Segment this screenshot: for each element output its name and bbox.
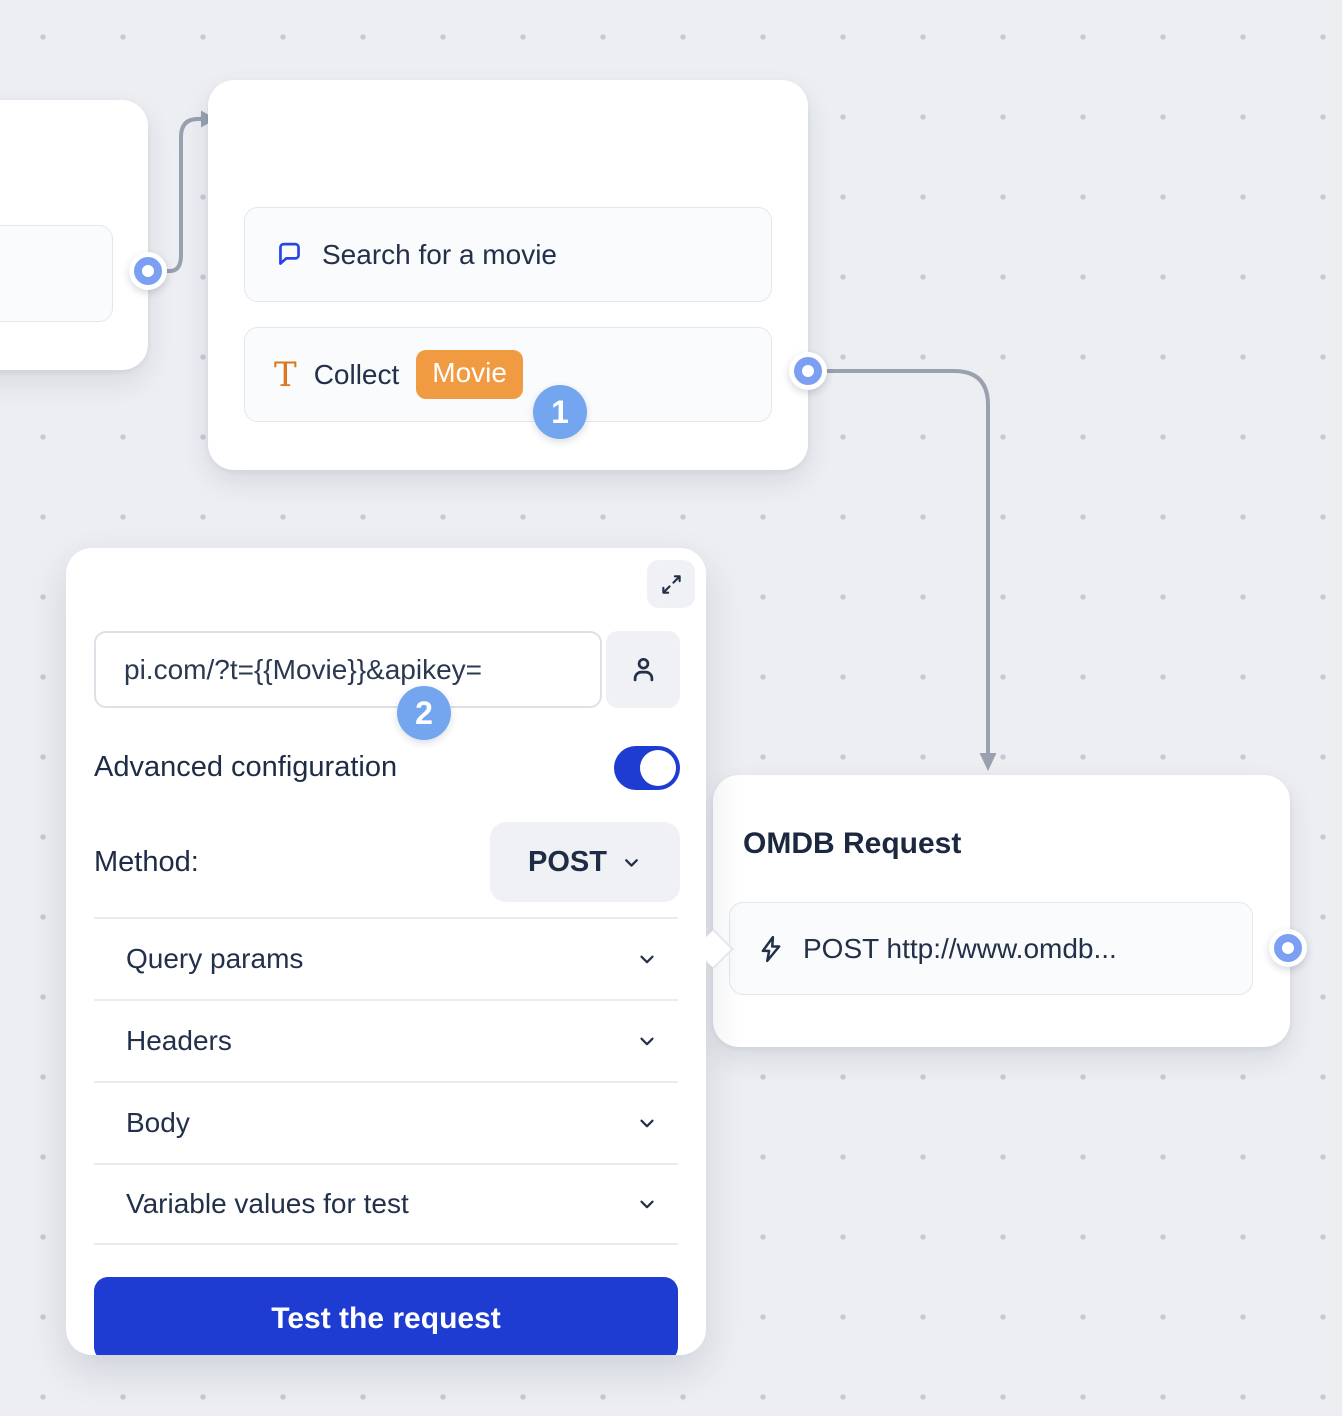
node-item-label: POST http://www.omdb...	[803, 933, 1117, 965]
collapsible-sections: Query params Headers Body Variable value…	[94, 917, 678, 1245]
section-label: Query params	[126, 943, 303, 975]
arrowhead-down-icon	[980, 753, 997, 771]
section-label: Body	[126, 1107, 190, 1139]
method-value: POST	[528, 846, 607, 879]
advanced-configuration-toggle[interactable]	[614, 746, 680, 790]
expand-icon	[660, 573, 683, 596]
connector-movie-to-omdb	[827, 371, 988, 753]
person-button[interactable]	[606, 631, 680, 708]
chevron-down-icon	[621, 852, 642, 873]
section-label: Variable values for test	[126, 1188, 409, 1220]
person-icon	[628, 654, 659, 685]
output-port-left-node[interactable]	[129, 252, 167, 290]
step-annotation-2: 2	[397, 686, 451, 740]
chat-bubble-icon	[274, 239, 305, 270]
node-item-search-message[interactable]: Search for a movie	[244, 207, 772, 302]
output-port-omdb[interactable]	[1269, 929, 1307, 967]
toggle-knob	[640, 750, 676, 786]
step-annotation-1: 1	[533, 385, 587, 439]
node-item-webhook[interactable]: POST http://www.omdb...	[729, 902, 1253, 995]
node-item-label: Search for a movie	[322, 239, 557, 271]
section-headers[interactable]: Headers	[94, 999, 678, 1081]
method-label: Method:	[94, 822, 199, 902]
section-body[interactable]: Body	[94, 1081, 678, 1163]
connector-left-to-movie	[165, 119, 201, 271]
node-item-label: Collect	[314, 359, 400, 391]
variable-badge: Movie	[416, 350, 523, 399]
lightning-icon	[756, 934, 786, 964]
advanced-configuration-label: Advanced configuration	[94, 751, 397, 784]
text-icon: T	[274, 358, 297, 392]
method-dropdown[interactable]: POST	[490, 822, 680, 902]
node-item-empty[interactable]	[0, 225, 113, 322]
port-ring-icon	[794, 357, 822, 385]
chevron-down-icon	[636, 1030, 658, 1052]
port-ring-icon	[1274, 934, 1302, 962]
node-item-collect[interactable]: T Collect Movie	[244, 327, 772, 422]
output-port-movie-search[interactable]	[789, 352, 827, 390]
test-request-button[interactable]: Test the request	[94, 1277, 678, 1355]
section-query-params[interactable]: Query params	[94, 917, 678, 999]
expand-button[interactable]	[647, 560, 695, 608]
port-ring-icon	[134, 257, 162, 285]
request-editor-panel: Advanced configuration Method: POST Quer…	[66, 548, 706, 1355]
node-omdb-request[interactable]: OMDB Request POST http://www.omdb...	[713, 775, 1290, 1047]
chevron-down-icon	[636, 1112, 658, 1134]
section-label: Headers	[126, 1025, 232, 1057]
section-variable-values[interactable]: Variable values for test	[94, 1163, 678, 1245]
node-partial-left[interactable]	[0, 100, 148, 370]
node-movie-search[interactable]: Movie search Search for a movie T Collec…	[208, 80, 808, 470]
chevron-down-icon	[636, 948, 658, 970]
chevron-down-icon	[636, 1193, 658, 1215]
node-title: OMDB Request	[743, 827, 961, 861]
url-input[interactable]	[94, 631, 602, 708]
